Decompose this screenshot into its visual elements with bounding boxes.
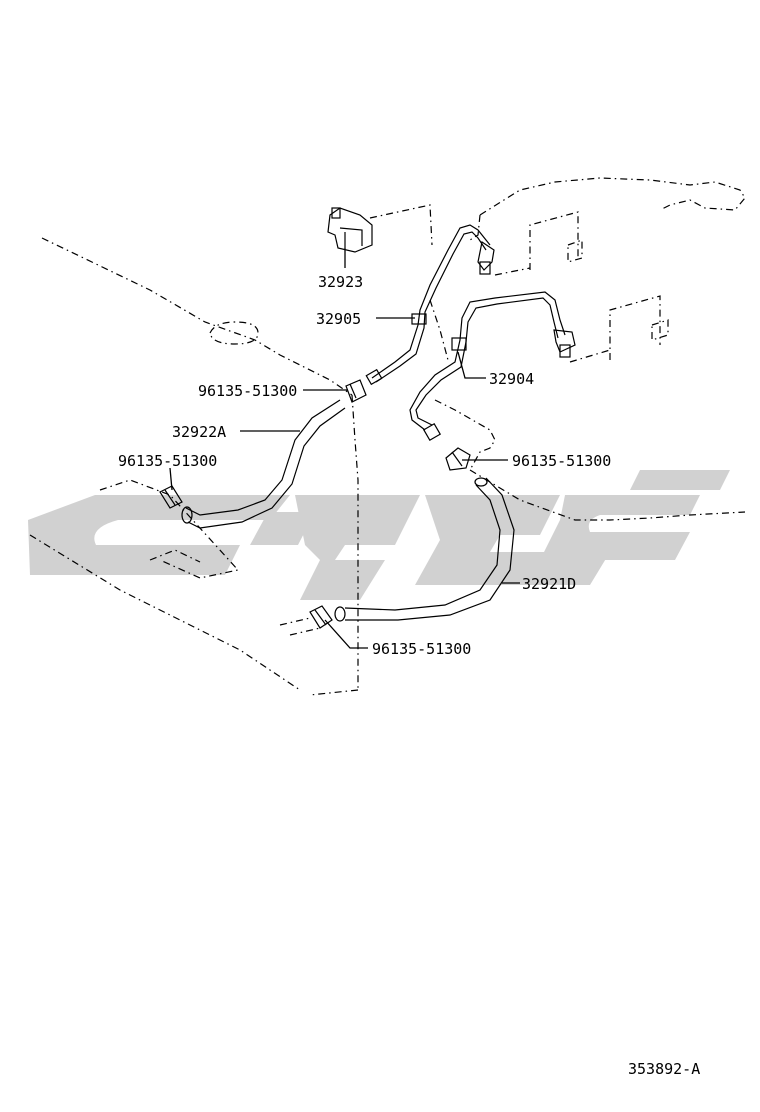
clamp-c <box>445 447 471 471</box>
part-label-32905: 32905 <box>316 310 361 328</box>
leader-lines <box>169 248 520 649</box>
bracket-32923 <box>327 207 373 253</box>
clamp-a <box>345 379 367 403</box>
part-label-32923: 32923 <box>318 273 363 291</box>
part-label-32904: 32904 <box>489 370 534 388</box>
clamp-label-c: 96135-51300 <box>512 452 611 470</box>
diagram-id: 353892-A <box>628 1060 700 1078</box>
watermark-logo <box>28 470 730 600</box>
clamp-label-d: 96135-51300 <box>372 640 471 658</box>
hose-32922a <box>181 399 346 529</box>
clamp-label-b: 96135-51300 <box>118 452 217 470</box>
engine-outline <box>429 177 746 521</box>
part-label-32922a: 32922A <box>172 423 226 441</box>
clamp-label-a: 96135-51300 <box>198 382 297 400</box>
clamp-d <box>309 605 333 629</box>
clamp-b <box>159 485 183 509</box>
radiator-outline <box>29 204 433 696</box>
part-label-32921d: 32921D <box>522 575 576 593</box>
hose-32921d <box>334 477 515 622</box>
fuel-pipe-32905 <box>365 224 495 386</box>
fuel-pipe-32904 <box>409 291 576 442</box>
